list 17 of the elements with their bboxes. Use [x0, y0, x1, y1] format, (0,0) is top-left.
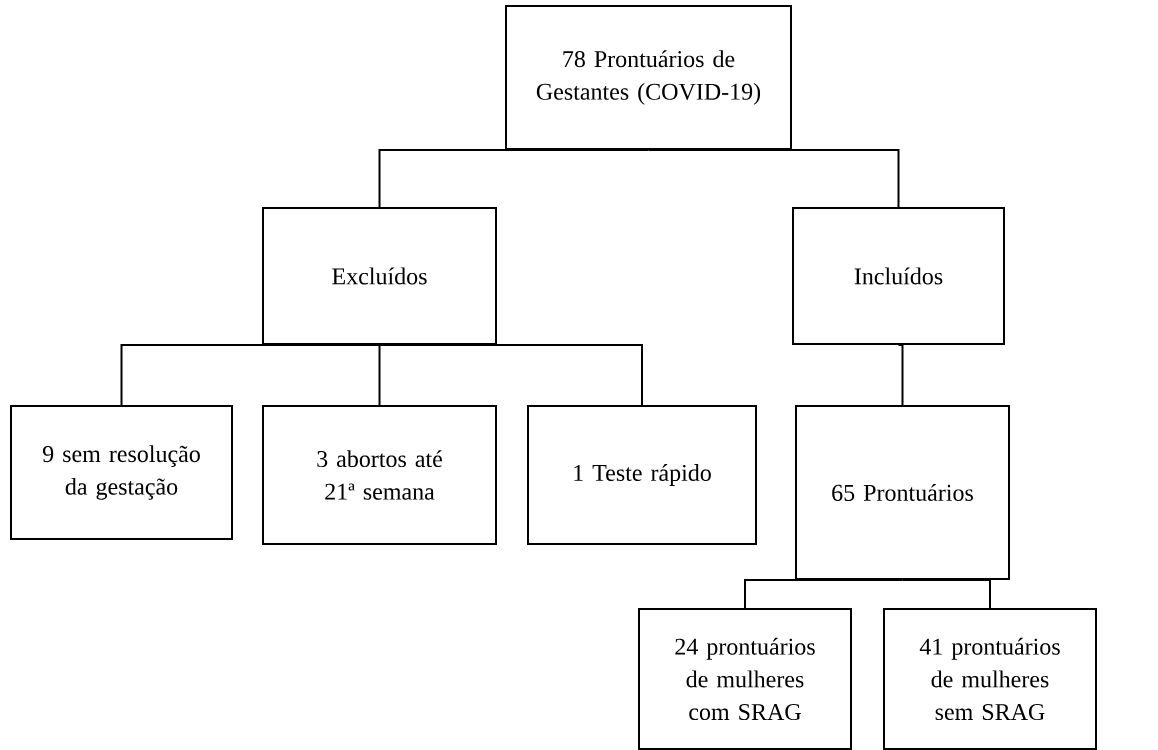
flow-box: 65 Prontuários: [795, 405, 1010, 580]
connector-line: [378, 344, 643, 406]
connector-line: [901, 579, 991, 609]
flow-box: 24 prontuários de mulheres com SRAG: [638, 608, 852, 750]
connector-line: [378, 149, 650, 208]
flow-box: 41 prontuários de mulheres sem SRAG: [883, 608, 1097, 750]
connector-line: [744, 579, 904, 609]
flow-box: 1 Teste rápido: [527, 405, 757, 545]
connector-line: [120, 344, 381, 406]
connector-line: [378, 344, 381, 406]
flow-box: Incluídos: [792, 207, 1005, 345]
connector-line: [897, 344, 904, 406]
flow-box: 3 abortos até 21ª semana: [262, 405, 497, 545]
flow-box: Excluídos: [262, 207, 497, 345]
flow-box: 78 Prontuários de Gestantes (COVID-19): [505, 5, 792, 150]
flow-box: 9 sem resolução da gestação: [10, 405, 233, 540]
connector-line: [647, 149, 900, 208]
